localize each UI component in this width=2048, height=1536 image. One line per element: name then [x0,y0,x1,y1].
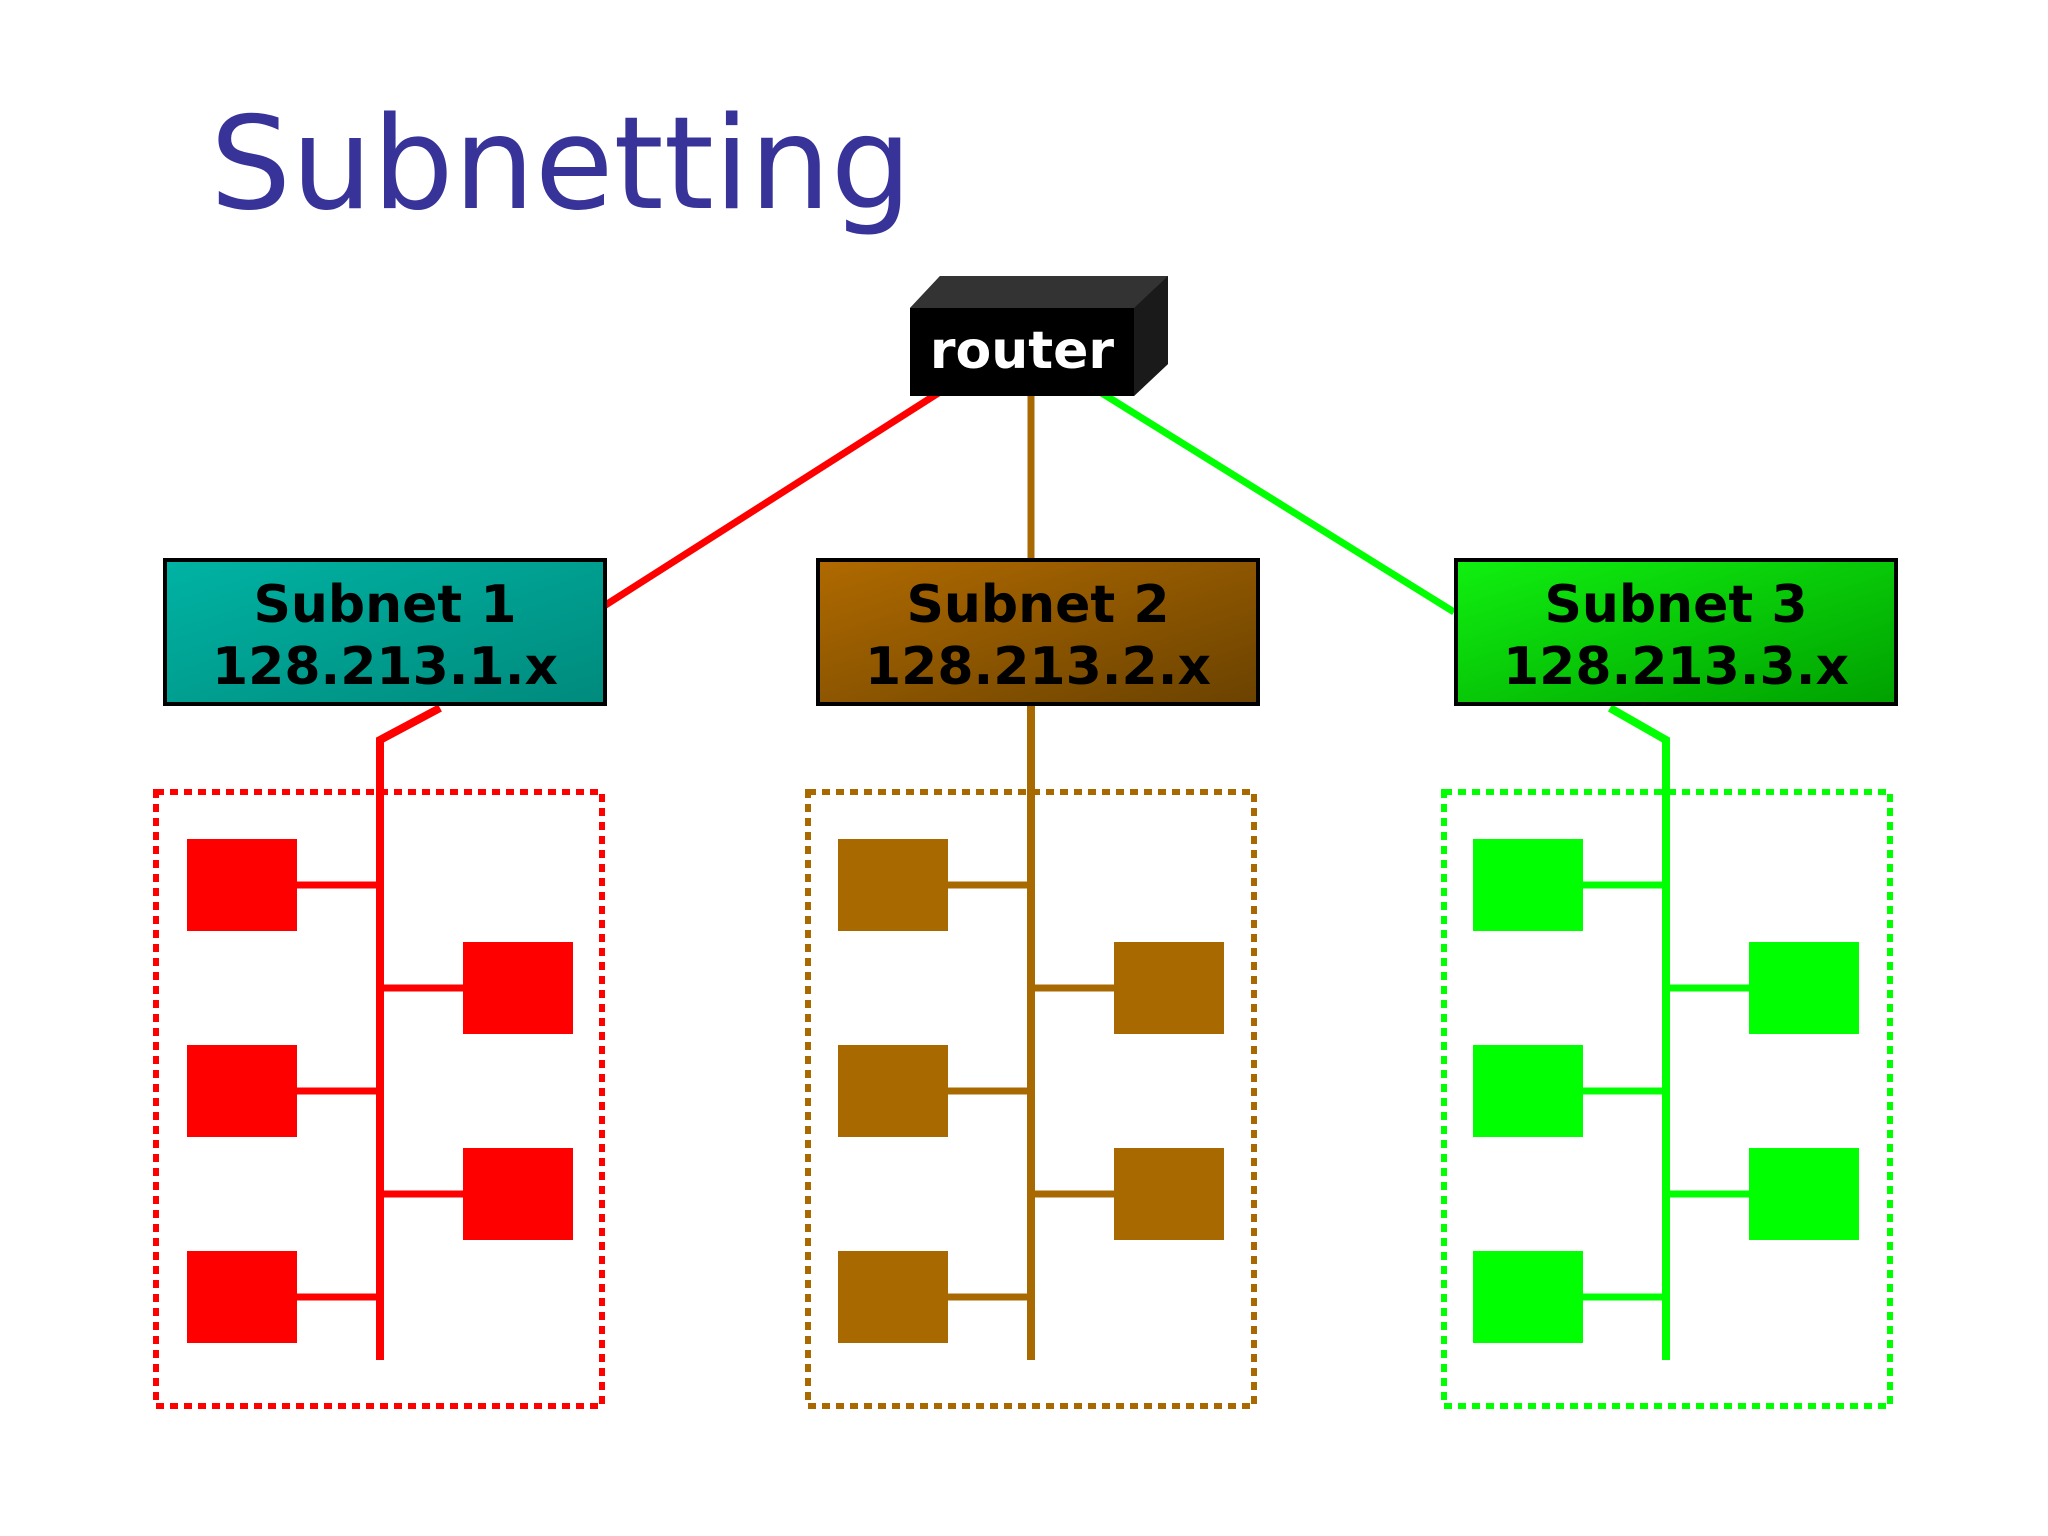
subnet-address: 128.213.1.x [212,637,558,697]
host-node [838,1045,948,1137]
router-label: router [930,321,1115,381]
host-node [187,1045,297,1137]
host-node [1749,1148,1859,1240]
subnet-bus-line [1608,704,1670,1360]
host-node [1473,1251,1583,1343]
host-node [1749,942,1859,1034]
subnet-bus-line [376,704,442,1360]
host-node [1114,942,1224,1034]
subnet-address: 128.213.2.x [865,637,1211,697]
subnet-boundary [805,789,1257,1409]
host-node [838,839,948,931]
subnet-boundary [153,789,605,1409]
subnet-name: Subnet 1 [253,575,516,635]
subnet-box [1454,558,1898,706]
subnet-name: Subnet 2 [906,575,1169,635]
router-icon: router [910,276,1168,396]
subnet-address: 128.213.3.x [1503,637,1849,697]
subnet-boundary [1441,789,1893,1409]
host-node [1473,839,1583,931]
subnet-box [816,558,1260,706]
host-node [1114,1148,1224,1240]
host-node [463,942,573,1034]
host-node [463,1148,573,1240]
router-box [910,308,1134,396]
subnet-box [163,558,607,706]
page-title: Subnetting [210,90,912,239]
host-node [838,1251,948,1343]
router-link-subnet-1 [602,389,942,609]
host-node [187,1251,297,1343]
router-link-subnet-3 [1098,389,1456,615]
host-node [1473,1045,1583,1137]
subnet-name: Subnet 3 [1544,575,1807,635]
host-node [187,839,297,931]
